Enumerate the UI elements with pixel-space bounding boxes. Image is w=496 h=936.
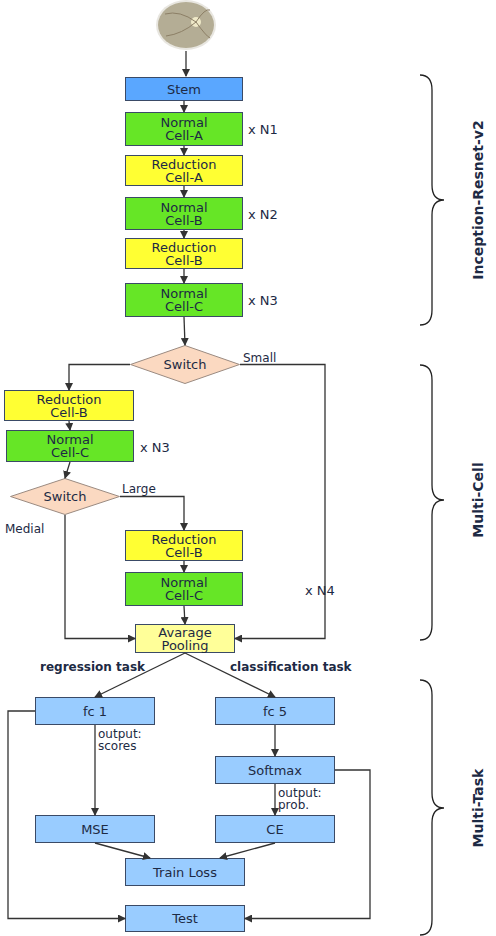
bracket <box>420 365 444 640</box>
process-box: CE <box>215 815 335 843</box>
connector-arrow <box>183 269 184 283</box>
edge-label: classification task <box>230 661 352 673</box>
process-box: fc 5 <box>215 697 335 725</box>
connector-arrow <box>120 497 184 531</box>
node-text: Normal Cell-C <box>31 433 109 459</box>
edge-label: regression task <box>40 661 145 673</box>
connector-arrow <box>183 561 184 572</box>
repeat-count: x N3 <box>140 440 170 455</box>
connector-arrow <box>69 421 70 430</box>
connector-arrow <box>274 784 275 815</box>
node-text: Avarage Pooling <box>146 626 224 652</box>
node-text: Switch <box>164 358 207 371</box>
edge-label: output: prob. <box>278 787 330 811</box>
connector-arrow <box>183 146 184 155</box>
connector-arrow <box>274 725 275 756</box>
node-text: Stem <box>167 83 201 96</box>
process-box: Reduction Cell-B <box>125 530 243 561</box>
connector-arrow <box>95 843 150 858</box>
bracket <box>420 680 444 935</box>
edge-label: output: scores <box>98 728 150 752</box>
process-box: Reduction Cell-A <box>125 155 243 186</box>
edge-label: Large <box>122 483 156 495</box>
process-box: Softmax <box>215 756 335 784</box>
retina-rim <box>156 0 216 50</box>
decision-diamond: Switch <box>130 345 240 384</box>
connector-arrow <box>94 725 95 815</box>
process-box: Normal Cell-A <box>125 112 243 146</box>
node-text: fc 5 <box>263 705 287 718</box>
connector-arrow <box>69 365 130 391</box>
node-text: Normal Cell-C <box>145 287 223 313</box>
section-label: Inception-Resnet-v2 <box>470 120 486 279</box>
node-text: Switch <box>44 490 87 503</box>
connector-arrow <box>220 843 275 858</box>
connector-arrow <box>183 230 184 238</box>
repeat-count: x N1 <box>248 122 278 137</box>
edge-label: Small <box>243 352 276 364</box>
process-box: Train Loss <box>125 858 245 886</box>
diamond-shape <box>11 479 120 515</box>
connector-arrow <box>185 653 275 697</box>
process-box: Reduction Cell-B <box>4 390 134 421</box>
edge-label: Medial <box>5 523 44 535</box>
retina-image <box>158 2 214 48</box>
node-text: Normal Cell-B <box>145 201 223 227</box>
process-box: Stem <box>125 77 243 101</box>
connector-arrow <box>65 462 70 478</box>
diamond-shape <box>131 346 240 384</box>
section-label: Multi-Task <box>470 769 486 848</box>
input-arrow <box>185 51 186 76</box>
node-text: Reduction Cell-B <box>145 241 223 267</box>
node-text: MSE <box>81 823 109 836</box>
node-text: Normal Cell-C <box>145 576 223 602</box>
node-text: Normal Cell-A <box>145 116 223 142</box>
connector-arrow <box>245 770 370 919</box>
node-text: Test <box>172 912 198 925</box>
process-box: Test <box>125 905 245 932</box>
process-box: Reduction Cell-B <box>125 238 243 269</box>
node-text: Softmax <box>248 764 302 777</box>
connector-arrow <box>95 653 185 697</box>
node-text: Reduction Cell-B <box>145 533 223 559</box>
connector-arrow <box>65 515 135 639</box>
process-box: Normal Cell-C <box>6 430 134 462</box>
bracket <box>420 75 444 325</box>
repeat-count: x N4 <box>305 583 335 598</box>
section-label: Multi-Cell <box>470 462 486 537</box>
process-box: fc 1 <box>35 697 155 725</box>
connector-arrow <box>183 101 184 112</box>
node-text: CE <box>266 823 283 836</box>
connector-arrow <box>183 186 184 197</box>
node-text: fc 1 <box>83 705 107 718</box>
node-text: Train Loss <box>153 866 217 879</box>
decision-diamond: Switch <box>10 478 120 515</box>
connector-arrow <box>184 606 185 624</box>
process-box: MSE <box>35 815 155 843</box>
process-box: Avarage Pooling <box>135 624 235 653</box>
connector-arrow <box>184 317 185 345</box>
repeat-count: x N3 <box>248 293 278 308</box>
process-box: Normal Cell-B <box>125 197 243 230</box>
repeat-count: x N2 <box>248 207 278 222</box>
node-text: Reduction Cell-B <box>30 393 108 419</box>
process-box: Normal Cell-C <box>125 283 243 317</box>
process-box: Normal Cell-C <box>125 572 243 606</box>
node-text: Reduction Cell-A <box>145 158 223 184</box>
retina-vessels <box>165 10 210 38</box>
